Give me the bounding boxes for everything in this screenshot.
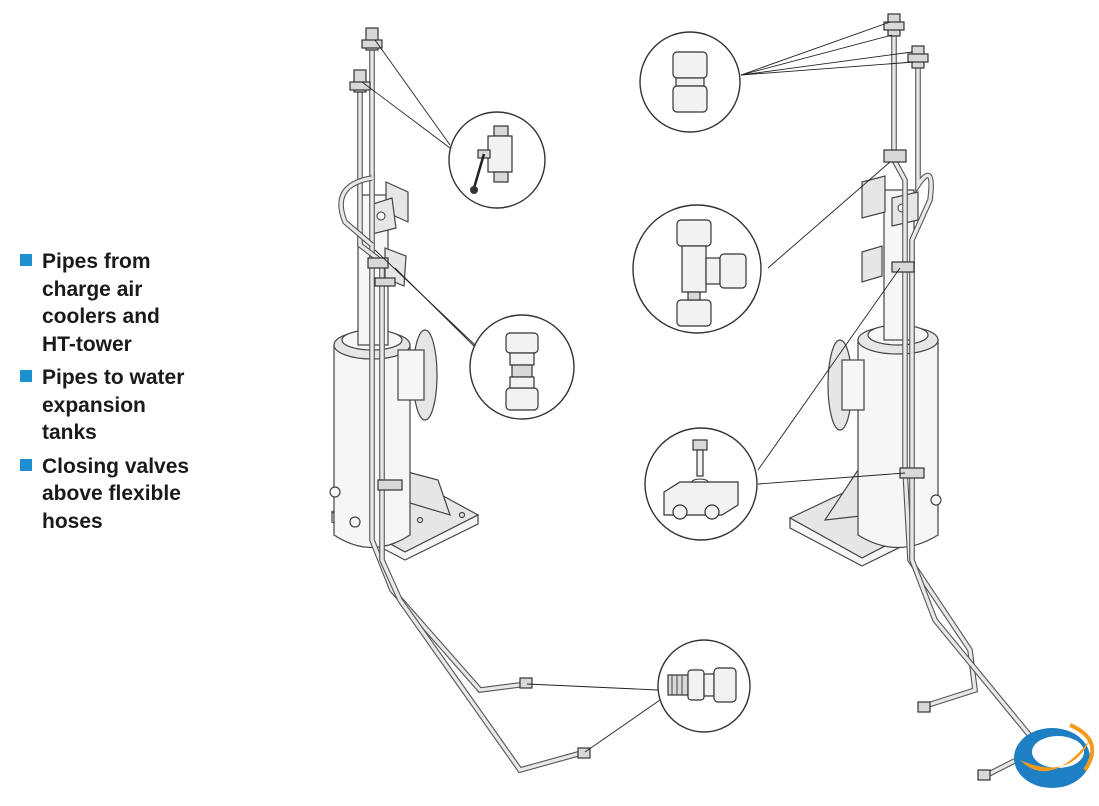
bullet-item: Pipes from charge air coolers and HT-tow…: [20, 248, 220, 358]
bullet-square-icon: [20, 370, 32, 382]
leader-lines: [361, 21, 915, 753]
bullet-list: Pipes from charge air coolers and HT-tow…: [20, 248, 220, 541]
bullet-text: Closing valves above flexible hoses: [42, 454, 190, 533]
callout-pipe-clamp: [644, 427, 758, 541]
left-tower-assembly: [329, 27, 591, 774]
callout-male-connector: [657, 639, 751, 733]
callout-ball-valve: [448, 111, 546, 209]
bullet-square-icon: [20, 254, 32, 266]
callout-straight-union: [469, 314, 575, 420]
bullet-text: Pipes from charge air coolers and HT-tow…: [42, 250, 160, 356]
bullet-square-icon: [20, 458, 32, 471]
right-tank-body: [857, 339, 939, 549]
callout-tee-fitting: [632, 204, 762, 334]
bullet-item: Pipes to water expansion tanks: [20, 364, 220, 447]
bullet-text: Pipes to water expansion tanks: [42, 366, 185, 444]
callout-coupling: [639, 31, 741, 133]
swirl-logo-icon: [1014, 723, 1095, 788]
bullet-item: Closing valves above flexible hoses: [20, 453, 220, 536]
right-tower-assembly: [788, 13, 1045, 781]
